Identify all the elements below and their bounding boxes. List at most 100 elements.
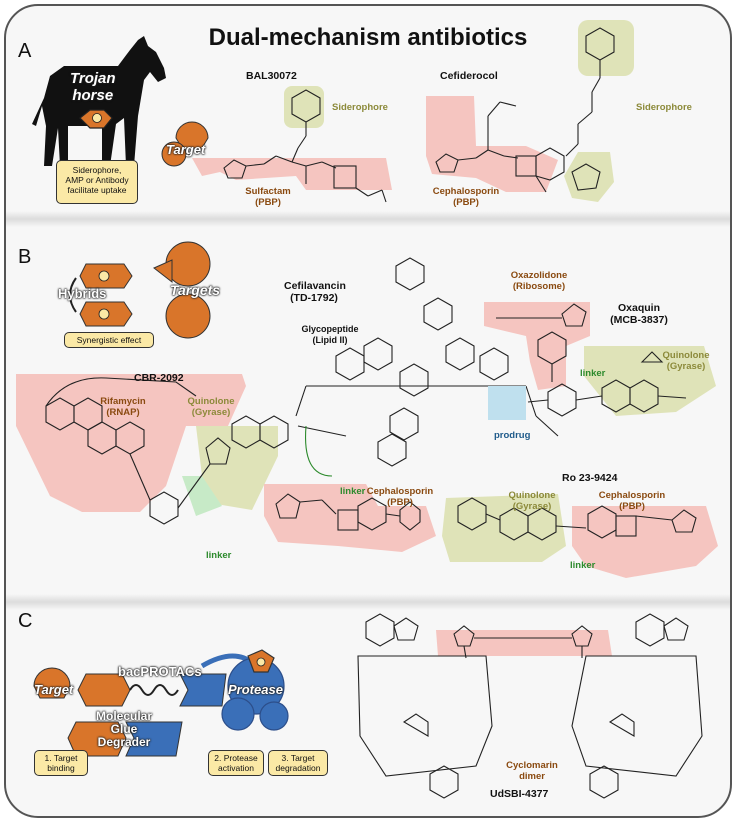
cyclomarin-structure <box>357 613 703 799</box>
step2-line-2: activation <box>218 763 254 773</box>
udsbi-name: UdSBI-4377 <box>490 788 549 800</box>
protease-label: Protease <box>228 682 283 697</box>
glue-line-1: Molecular <box>96 709 153 723</box>
step3-line-2: degradation <box>275 763 321 773</box>
sulfactam-line-2: (PBP) <box>255 197 281 208</box>
oxaquin-linker-label: linker <box>580 368 606 379</box>
quinolone-1-line-2: (Gyrase) <box>666 361 706 372</box>
cefilavancin-line-2: (TD-1792) <box>290 292 338 304</box>
step3-box: 3. Target degradation <box>268 750 328 776</box>
oxaquin-line-1: Oxaquin <box>617 302 660 314</box>
quinolone-3-line-1: Quinolone <box>508 490 556 501</box>
step2-line-1: 2. Protease <box>214 753 258 763</box>
glue-line-3: Degrader <box>97 735 151 749</box>
cefiderocol-structure <box>426 20 634 202</box>
oxaquin-quinolone-label: Quinolone (Gyrase) <box>656 350 716 372</box>
glue-icon <box>67 721 183 757</box>
cefiderocol-name: Cefiderocol <box>440 70 498 82</box>
section-divider <box>6 594 730 610</box>
cbr-quinolone-label: Quinolone (Gyrase) <box>186 396 236 418</box>
trojan-line-1: Trojan <box>70 70 116 87</box>
section-a-label: A <box>18 40 32 62</box>
target-label: Target <box>166 142 206 157</box>
trojan-horse-label: Trojan horse <box>70 70 116 104</box>
figure-title: Dual-mechanism antibiotics <box>208 24 528 51</box>
bacprotacs-label: bacPROTACs <box>118 664 202 679</box>
cefilavancin-name: Cefilavancin (TD-1792) <box>284 280 346 304</box>
uptake-line-1: Siderophore, <box>72 165 122 175</box>
protease-icon <box>221 649 289 731</box>
cefiderocol-siderophore-label: Siderophore <box>636 102 692 113</box>
ro-quinolone-label: Quinolone (Gyrase) <box>502 490 562 512</box>
uptake-line-2: AMP or Antibody <box>65 175 129 185</box>
glycopeptide-line-1: Glycopeptide <box>301 324 359 334</box>
ceph2-line-2: (PBP) <box>619 501 645 512</box>
targets-label: Targets <box>170 282 221 298</box>
panel-c-graphics <box>33 613 703 799</box>
step3-line-1: 3. Target <box>281 753 315 763</box>
rifamycin-label: Rifamycin (RNAP) <box>98 396 148 418</box>
target-c-label: Target <box>34 682 74 697</box>
uptake-line-3: facilitate uptake <box>67 185 127 195</box>
uptake-box: Siderophore, AMP or Antibody facilitate … <box>56 160 138 204</box>
cbr2092-name: CBR-2092 <box>134 372 184 384</box>
cbr2092-structure <box>16 374 289 525</box>
glue-label: Molecular Glue Degrader <box>96 710 152 749</box>
sulfactam-line-1: Sulfactam <box>245 186 291 197</box>
target-icon <box>175 121 209 149</box>
bal30072-siderophore-label: Siderophore <box>332 102 388 113</box>
cyclomarin-line-1: Cyclomarin <box>506 760 558 771</box>
section-c-label: C <box>18 610 33 632</box>
cefilavancin-linker-label: linker <box>340 486 366 497</box>
rifamycin-line-2: (RNAP) <box>106 407 140 418</box>
step1-line-1: 1. Target <box>44 753 78 763</box>
ceph-line-1: Cephalosporin <box>366 486 434 497</box>
cefiderocol-class-line-2: (PBP) <box>453 197 479 208</box>
glycopeptide-label: Glycopeptide (Lipid II) <box>300 324 360 346</box>
bal30072-structure <box>192 86 392 203</box>
synergy-box: Synergistic effect <box>64 332 154 348</box>
step2-box: 2. Protease activation <box>208 750 264 776</box>
hybrid-icon <box>69 263 133 327</box>
bal30072-name: BAL30072 <box>246 70 297 82</box>
rifamycin-line-1: Rifamycin <box>100 396 146 407</box>
prodrug-label: prodrug <box>494 430 531 441</box>
cbr-linker-label: linker <box>206 550 232 561</box>
step1-line-2: binding <box>47 763 75 773</box>
sulfactam-label: Sulfactam (PBP) <box>238 186 298 208</box>
cefilavancin-ceph-label: Cephalosporin (PBP) <box>360 486 440 508</box>
trojan-line-2: horse <box>72 87 114 104</box>
ro-ceph-label: Cephalosporin (PBP) <box>592 490 672 512</box>
cefiderocol-class-line-1: Cephalosporin <box>432 186 500 197</box>
ro-linker-label: linker <box>570 560 596 571</box>
oxazolidone-label: Oxazolidone (Ribosome) <box>504 270 574 292</box>
cyclomarin-label: Cyclomarin dimer <box>502 760 562 782</box>
oxazolidone-line-1: Oxazolidone <box>510 270 568 281</box>
step1-box: 1. Target binding <box>34 750 88 776</box>
ro23-9424-name: Ro 23-9424 <box>562 472 618 484</box>
cefilavancin-structure <box>295 257 559 477</box>
oxaquin-line-2: (MCB-3837) <box>610 314 668 326</box>
quinolone-2-line-2: (Gyrase) <box>191 407 231 418</box>
cephalosporin-part <box>264 484 436 552</box>
cefiderocol-class-label: Cephalosporin (PBP) <box>426 186 506 208</box>
panel-b-graphics <box>16 241 718 578</box>
horse-icon <box>32 36 166 166</box>
oxaquin-name: Oxaquin (MCB-3837) <box>604 302 674 326</box>
ro23-9424-structure <box>442 494 718 578</box>
targets-icon <box>153 241 211 339</box>
section-divider <box>6 211 730 227</box>
skull-icon <box>92 113 102 123</box>
target-shape-c-icon <box>33 667 71 699</box>
oxazolidone-line-2: (Ribosome) <box>512 281 566 292</box>
oxaquin-structure <box>484 302 716 420</box>
ceph2-line-1: Cephalosporin <box>598 490 666 501</box>
quinolone-1-line-1: Quinolone <box>662 350 710 361</box>
cyclomarin-line-2: dimer <box>519 771 545 782</box>
hybrids-label: Hybrids <box>58 286 107 301</box>
section-b-label: B <box>18 246 32 268</box>
glycopeptide-line-2: (Lipid II) <box>312 335 348 345</box>
quinolone-3-line-2: (Gyrase) <box>512 501 552 512</box>
panel-a-graphics <box>32 20 634 203</box>
figure-frame: Dual-mechanism antibiotics A B C <box>4 4 732 818</box>
